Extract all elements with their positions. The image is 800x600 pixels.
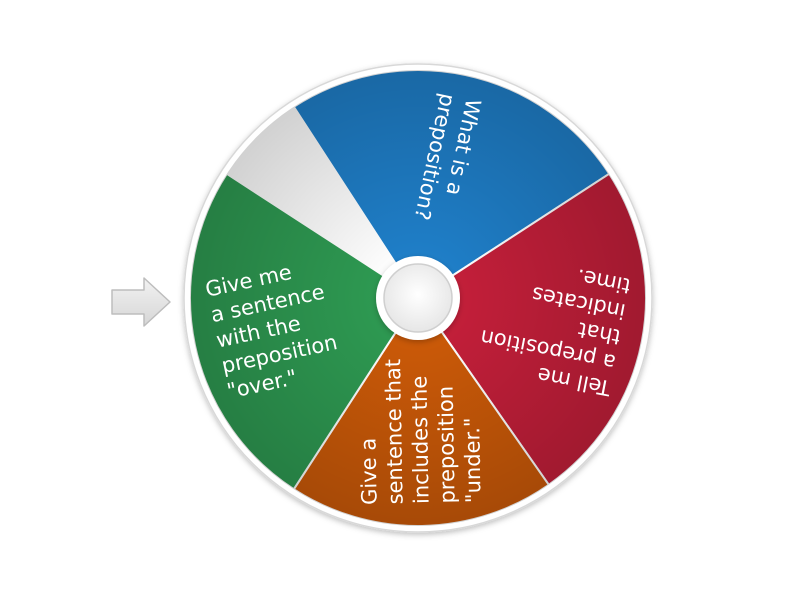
segment-label-line: "under." (460, 417, 485, 503)
segment-label: Tell mea prepositionthatindicatestime. (473, 248, 633, 400)
segment-label-line: includes the (407, 376, 433, 505)
segment-label-line: sentence that (381, 359, 408, 505)
wheel-hub[interactable] (376, 256, 460, 340)
segment-label-line: preposition (434, 386, 460, 504)
wheel-labels: What is apreposition?Tell mea prepositio… (203, 91, 633, 505)
segment-label-line: Give a (356, 438, 381, 505)
arrow-right-icon (111, 277, 171, 327)
segment-label: Give asentence thatincludes theprepositi… (355, 357, 486, 505)
